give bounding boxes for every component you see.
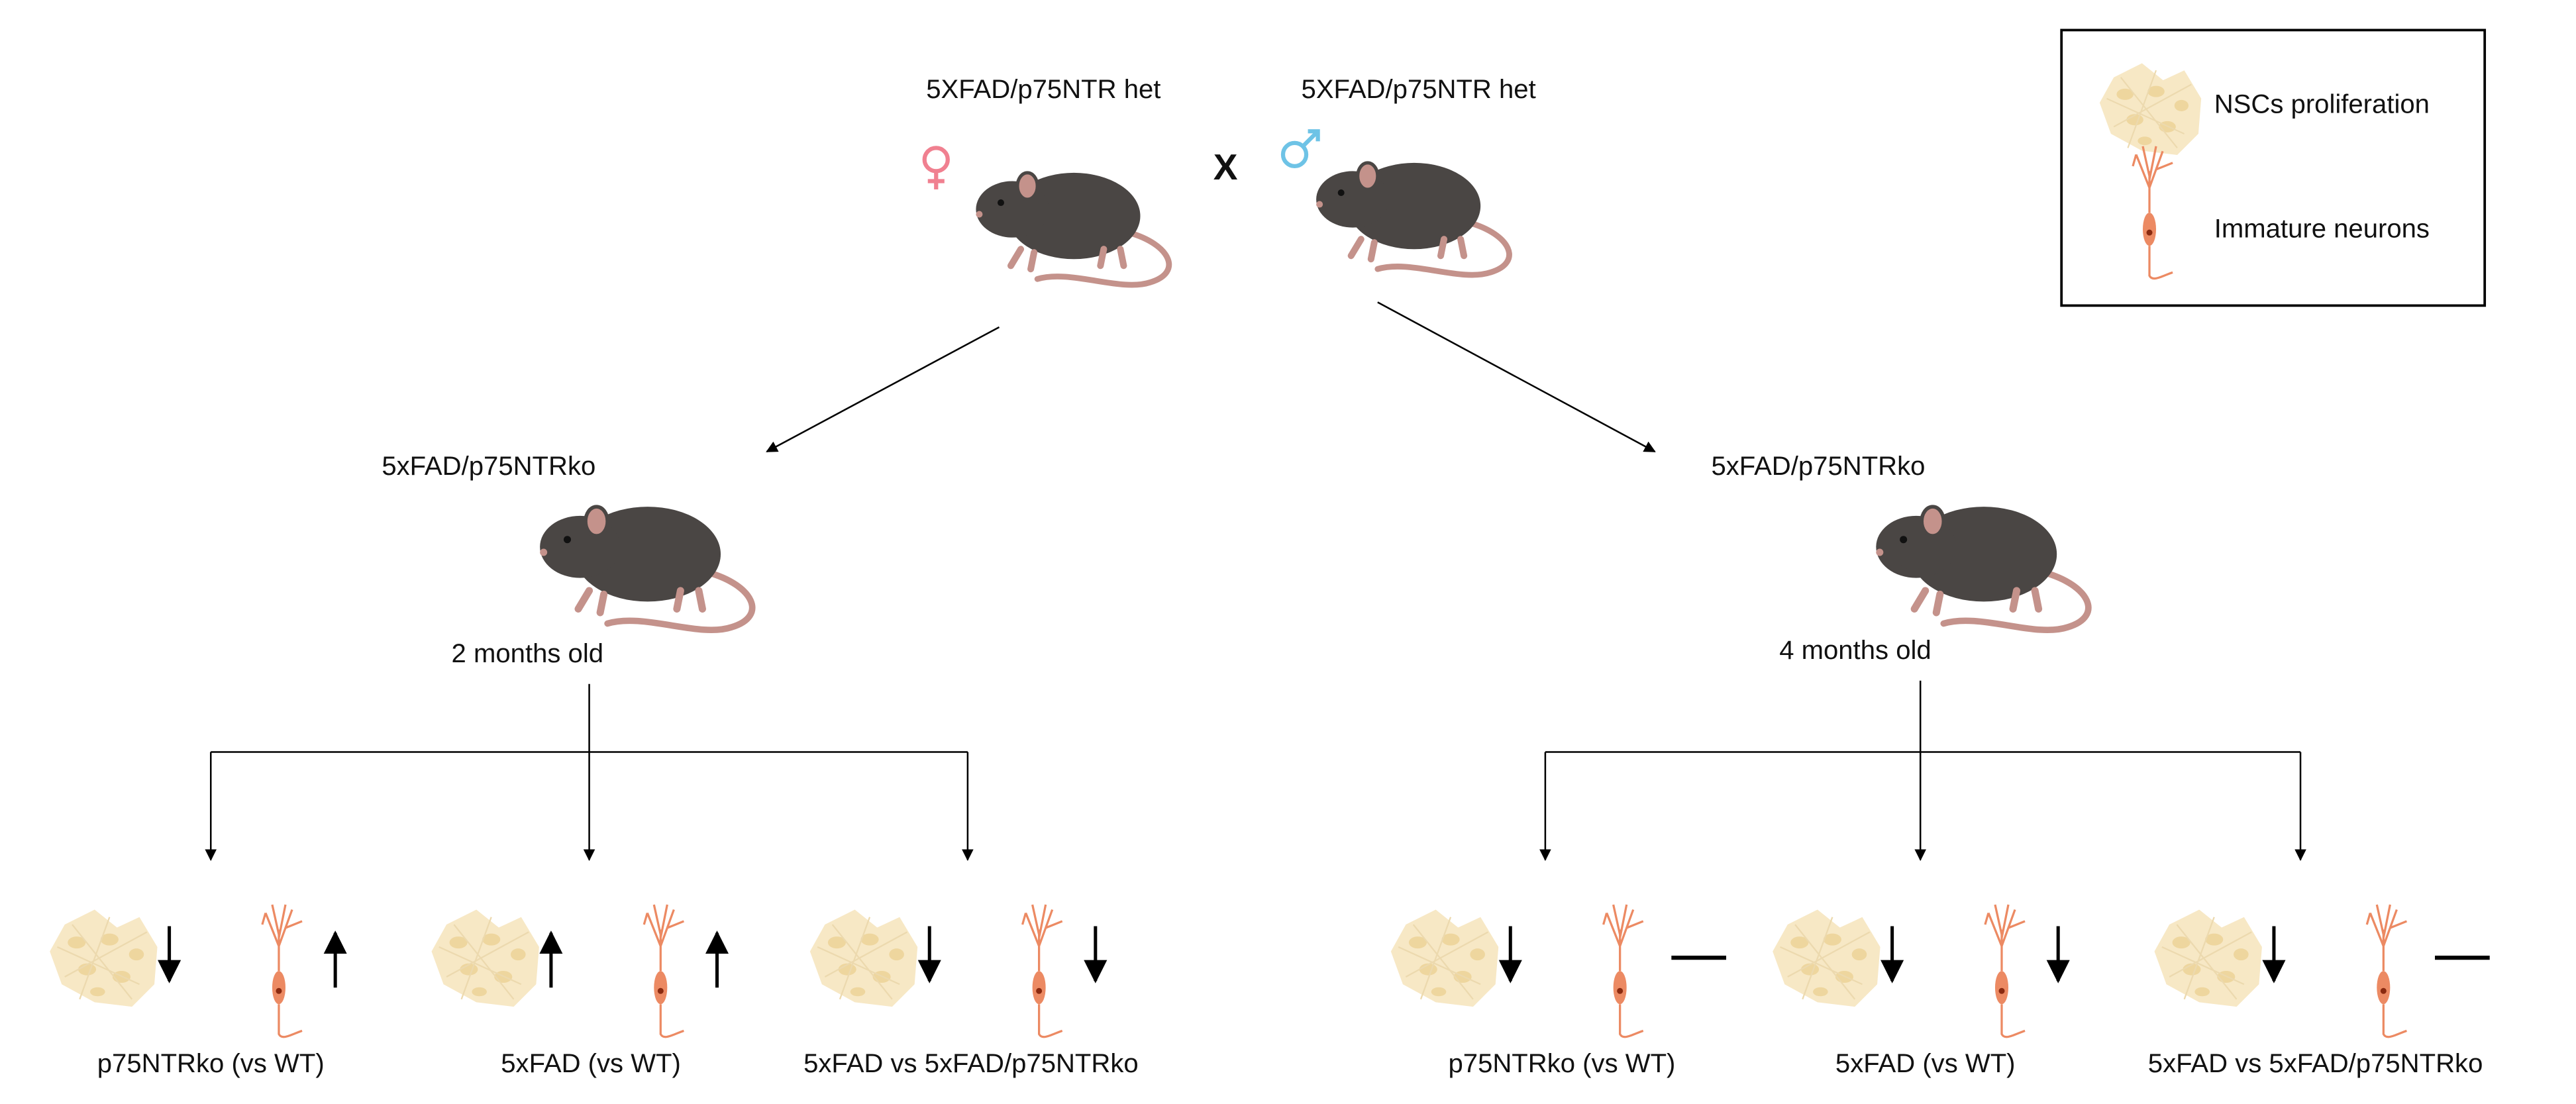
- comparison-label: p75NTRko (vs WT): [1448, 1049, 1675, 1078]
- branch-genotype-label: 5xFAD/p75NTRko: [1711, 452, 1925, 481]
- comparison-group: p75NTRko (vs WT): [1390, 903, 1727, 1078]
- mouse-icon: [540, 507, 752, 630]
- immature-neuron-icon: [643, 903, 686, 1038]
- branch-genotype-label: 5xFAD/p75NTRko: [382, 452, 595, 481]
- immature-neuron-icon: [2365, 903, 2408, 1038]
- nsc-cluster-icon: [1772, 909, 1881, 1008]
- legend-neuron-label: Immature neurons: [2214, 215, 2430, 244]
- female-mouse-icon: [976, 173, 1168, 285]
- comparison-label: 5xFAD (vs WT): [501, 1049, 681, 1078]
- nsc-cluster-icon: [2153, 909, 2263, 1008]
- male-mouse-icon: [1316, 163, 1509, 275]
- nsc-cluster-icon: [49, 909, 158, 1008]
- immature-neuron-icon: [1602, 903, 1645, 1038]
- arrow-to-4-month: [1377, 301, 1656, 453]
- male-symbol-icon: [1280, 129, 1320, 169]
- comparison-label: p75NTRko (vs WT): [97, 1049, 325, 1078]
- mouse-icon: [1876, 507, 2088, 630]
- branch-4-months: 5xFAD/p75NTRko 4 months old: [1539, 452, 2306, 862]
- legend-nsc-label: NSCs proliferation: [2214, 90, 2430, 119]
- cross-symbol: X: [1213, 146, 1238, 187]
- comparison-group: 5xFAD vs 5xFAD/p75NTRko: [2148, 903, 2490, 1078]
- comparison-group: 5xFAD (vs WT): [431, 903, 729, 1078]
- branch-2-months: 5xFAD/p75NTRko 2 months old: [205, 452, 974, 862]
- immature-neuron-icon: [1021, 903, 1064, 1038]
- comparison-label: 5xFAD vs 5xFAD/p75NTRko: [803, 1049, 1139, 1078]
- female-parent-label: 5XFAD/p75NTR het: [926, 75, 1160, 104]
- branch-age-label: 4 months old: [1779, 636, 1931, 665]
- nsc-cluster-icon: [1390, 909, 1500, 1008]
- immature-neuron-icon: [261, 903, 303, 1038]
- male-parent-label: 5XFAD/p75NTR het: [1302, 75, 1536, 104]
- comparison-label: 5xFAD (vs WT): [1835, 1049, 2016, 1078]
- legend-box: [2060, 28, 2487, 307]
- comparison-group: 5xFAD vs 5xFAD/p75NTRko: [803, 903, 1139, 1078]
- branch-age-label: 2 months old: [452, 639, 603, 668]
- nsc-cluster-icon: [431, 909, 541, 1008]
- arrow-to-2-month: [766, 326, 1000, 453]
- comparison-group: 5xFAD (vs WT): [1772, 903, 2070, 1078]
- nsc-cluster-icon: [809, 909, 919, 1008]
- immature-neuron-icon: [1984, 903, 2026, 1038]
- female-symbol-icon: [922, 146, 950, 189]
- comparison-label: 5xFAD vs 5xFAD/p75NTRko: [2148, 1049, 2483, 1078]
- comparison-group: p75NTRko (vs WT): [49, 903, 347, 1078]
